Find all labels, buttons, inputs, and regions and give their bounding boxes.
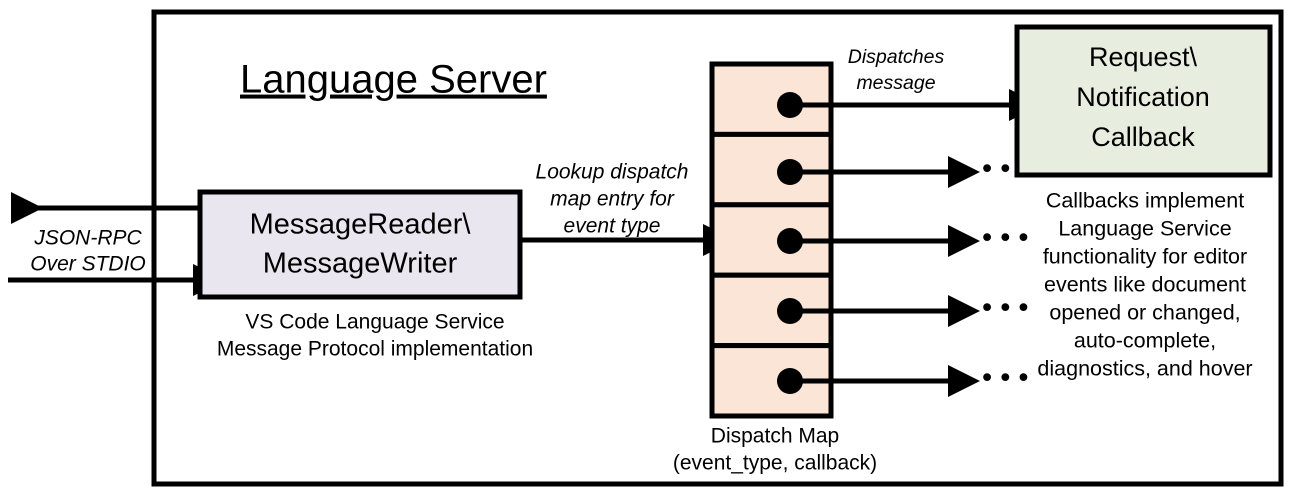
message-box-caption-line1: VS Code Language Service — [245, 311, 504, 334]
jsonrpc-label-line1: JSON-RPC — [33, 227, 142, 250]
callback-note-line1: Callbacks implement — [1046, 189, 1244, 213]
request-notification-callback-box[interactable] — [1014, 24, 1273, 178]
message-box-caption-line2: Message Protocol implementation — [217, 338, 533, 361]
lookup-label-line3: event type — [564, 215, 661, 238]
jsonrpc-label-line2: Over STDIO — [30, 253, 146, 276]
dispatches-label-line2: message — [856, 72, 935, 94]
callback-box-line2: Notification — [1076, 82, 1210, 112]
callback-note-line3: functionality for editor — [1043, 245, 1247, 269]
message-box-line2: MessageWriter — [263, 248, 458, 280]
callback-note-line7: diagnostics, and hover — [1037, 357, 1252, 381]
dispatch-ellipsis-3: • • • — [982, 222, 1029, 254]
page-title: Language Server — [240, 58, 547, 102]
dispatch-map-table[interactable] — [709, 61, 834, 419]
callback-note-line5: opened or changed, — [1049, 301, 1240, 325]
lookup-label-line2: map entry for — [550, 188, 675, 211]
callback-note-line4: events like document — [1044, 273, 1246, 297]
dispatches-label-line1: Dispatches — [848, 46, 945, 68]
dispatch-ellipsis-5: • • • — [982, 362, 1029, 394]
callback-box-line3: Callback — [1091, 122, 1195, 152]
message-box-line1: MessageReader\ — [250, 209, 472, 241]
dispatch-map-caption-line2: (event_type, callback) — [673, 452, 877, 475]
callback-note-line2: Language Service — [1058, 217, 1231, 241]
callback-box-line1: Request\ — [1089, 42, 1198, 72]
language-server-border — [151, 9, 1284, 487]
callback-note-line6: auto-complete, — [1074, 329, 1216, 353]
message-reader-writer-box[interactable] — [197, 189, 523, 300]
dispatch-ellipsis-4: • • • — [982, 292, 1029, 324]
dispatch-map-caption-line1: Dispatch Map — [711, 425, 839, 448]
dispatch-map-row-1[interactable] — [709, 61, 834, 137]
lookup-label-line1: Lookup dispatch — [536, 161, 689, 184]
